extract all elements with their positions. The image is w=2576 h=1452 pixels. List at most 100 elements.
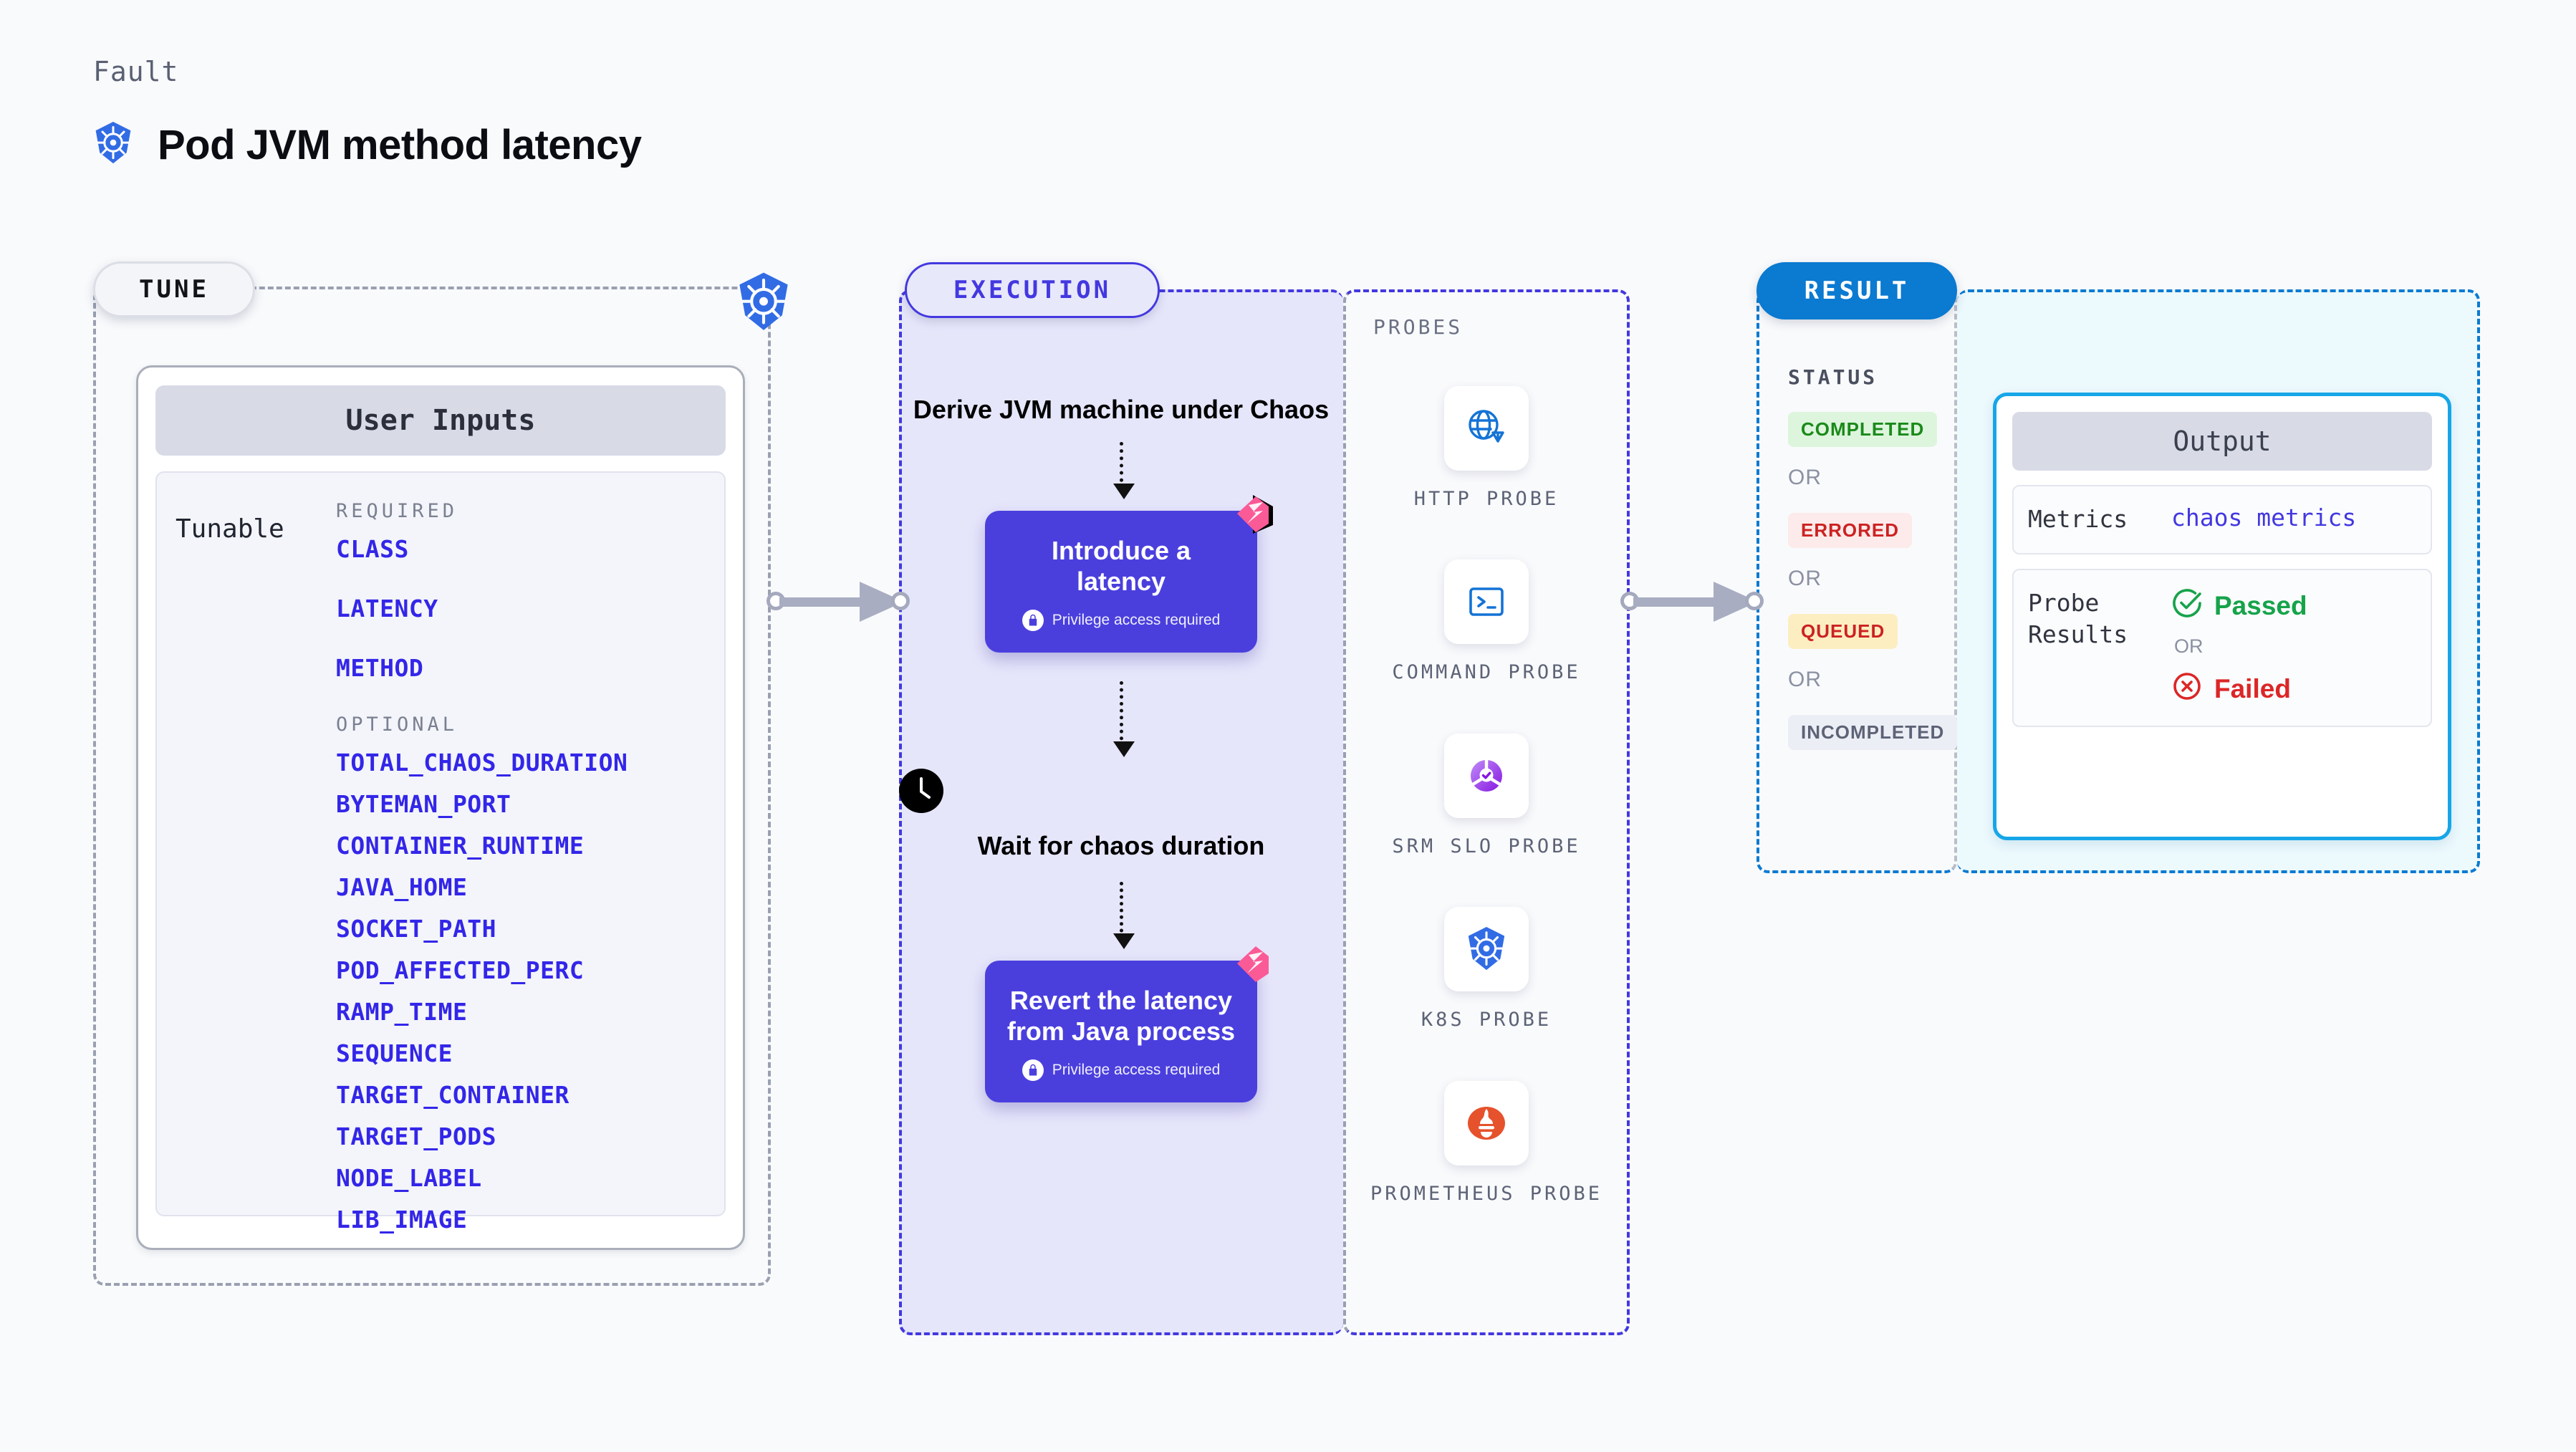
kubernetes-icon xyxy=(732,271,795,334)
or-separator: OR xyxy=(1788,466,1822,489)
param-item[interactable]: TARGET_CONTAINER xyxy=(336,1081,569,1109)
tune-region xyxy=(93,287,771,1286)
probes-title: PROBES xyxy=(1373,315,1464,339)
failed-label: Failed xyxy=(2214,674,2291,704)
param-item[interactable]: RAMP_TIME xyxy=(336,998,468,1026)
param-item[interactable]: METHOD xyxy=(336,654,424,682)
connector-line xyxy=(1633,597,1721,607)
fault-kicker: Fault xyxy=(93,56,179,87)
probe-result-passed: Passed xyxy=(2171,587,2416,625)
litmus-logo-icon xyxy=(1231,942,1276,986)
user-inputs-body: Tunable REQUIRED CLASS LATENCY METHOD OP… xyxy=(155,471,726,1234)
terminal-icon xyxy=(1444,559,1529,645)
param-item[interactable]: TOTAL_CHAOS_DURATION xyxy=(336,749,628,777)
or-separator: OR xyxy=(1788,668,1822,691)
param-item[interactable]: CLASS xyxy=(336,535,409,563)
param-item[interactable]: TARGET_PODS xyxy=(336,1122,497,1150)
derive-jvm-step-text: Derive JVM machine under Chaos xyxy=(913,395,1330,424)
result-region xyxy=(1756,289,1957,873)
tune-label-pill[interactable]: TUNE xyxy=(93,261,255,317)
probe-result-failed: Failed xyxy=(2171,670,2416,708)
connector-execution-to-result xyxy=(1620,580,1764,623)
user-inputs-card: User Inputs Tunable REQUIRED CLASS LATEN… xyxy=(136,365,745,1250)
result-label-pill[interactable]: RESULT xyxy=(1756,262,1957,319)
prometheus-icon xyxy=(1444,1080,1529,1165)
connector-line xyxy=(779,597,867,607)
connector-dot xyxy=(1745,592,1764,610)
param-item[interactable]: POD_AFFECTED_PERC xyxy=(336,956,585,984)
probe-item-http[interactable]: HTTP PROBE xyxy=(1343,386,1630,512)
metrics-row: Metrics chaos metrics xyxy=(2012,485,2432,554)
lock-icon xyxy=(1022,610,1044,632)
metrics-key: Metrics xyxy=(2028,505,2128,533)
tunable-label: Tunable xyxy=(176,514,284,544)
optional-params-list: TOTAL_CHAOS_DURATION BYTEMAN_PORT CONTAI… xyxy=(336,749,710,1234)
kubernetes-icon xyxy=(92,120,135,170)
probes-column: PROBES HTTP PROBE C xyxy=(1343,289,1630,1207)
status-title: STATUS xyxy=(1788,365,1878,389)
globe-warning-icon xyxy=(1444,386,1529,471)
param-item[interactable]: LATENCY xyxy=(336,595,438,622)
param-item[interactable]: CONTAINER_RUNTIME xyxy=(336,832,585,860)
check-circle-icon xyxy=(2171,587,2203,625)
probe-results-values: Passed OR Failed xyxy=(2171,587,2416,708)
probe-label: COMMAND PROBE xyxy=(1392,661,1581,684)
param-item[interactable]: NODE_LABEL xyxy=(336,1164,482,1192)
page-title: Pod JVM method latency xyxy=(158,122,642,168)
connector-dot xyxy=(891,592,910,610)
execution-label-pill[interactable]: EXECUTION xyxy=(905,262,1160,318)
or-separator: OR xyxy=(2174,635,2203,657)
metrics-value[interactable]: chaos metrics xyxy=(2171,504,2357,532)
flow-arrow-icon xyxy=(1112,442,1135,500)
revert-latency-card[interactable]: Revert the latency from Java process Pri… xyxy=(985,946,1269,1102)
param-item[interactable]: LIB_IMAGE xyxy=(336,1206,468,1234)
status-badge-incompleted: INCOMPLETED xyxy=(1788,715,1958,750)
x-circle-icon xyxy=(2171,670,2203,708)
passed-label: Passed xyxy=(2214,591,2307,621)
or-separator: OR xyxy=(1788,567,1822,590)
param-item[interactable]: SOCKET_PATH xyxy=(336,915,497,943)
status-badge-queued: QUEUED xyxy=(1788,614,1898,649)
probe-item-srm-slo[interactable]: SRM SLO PROBE xyxy=(1343,733,1630,860)
clock-icon xyxy=(899,769,1343,817)
params-column: REQUIRED CLASS LATENCY METHOD OPTIONAL T… xyxy=(336,494,724,1234)
introduce-latency-card[interactable]: Introduce a latency Privilege access req… xyxy=(985,495,1273,653)
status-badge-errored: ERRORED xyxy=(1788,513,1913,548)
privilege-note-text: Privilege access required xyxy=(1052,612,1221,629)
probe-item-prometheus[interactable]: PROMETHEUS PROBE xyxy=(1343,1080,1630,1207)
kubernetes-icon xyxy=(1444,907,1529,992)
privilege-note: Privilege access required xyxy=(1004,1059,1239,1081)
param-item[interactable]: JAVA_HOME xyxy=(336,873,468,901)
probe-results-key: Probe Results xyxy=(2028,588,2128,649)
user-inputs-title: User Inputs xyxy=(155,385,726,456)
probe-item-k8s[interactable]: K8S PROBE xyxy=(1343,907,1630,1033)
probe-results-row: Probe Results Passed OR xyxy=(2012,568,2432,727)
connector-tune-to-execution xyxy=(766,580,910,623)
flow-arrow-icon xyxy=(1112,881,1135,949)
output-card: Output Metrics chaos metrics Probe Resul… xyxy=(1993,393,2451,840)
probe-label: SRM SLO PROBE xyxy=(1392,835,1581,857)
probe-item-command[interactable]: COMMAND PROBE xyxy=(1343,559,1630,686)
optional-group-label: OPTIONAL xyxy=(336,713,458,736)
probe-label: HTTP PROBE xyxy=(1413,488,1559,510)
flow-arrow-icon xyxy=(1112,681,1135,758)
output-title: Output xyxy=(2012,412,2432,471)
privilege-note-text: Privilege access required xyxy=(1052,1061,1221,1078)
litmus-logo-icon xyxy=(1231,492,1276,537)
probe-label: K8S PROBE xyxy=(1421,1009,1552,1032)
privilege-note: Privilege access required xyxy=(1004,610,1239,632)
srm-slo-icon xyxy=(1444,733,1529,818)
page-header: Pod JVM method latency xyxy=(92,120,642,170)
required-group-label: REQUIRED xyxy=(336,500,458,522)
param-item[interactable]: BYTEMAN_PORT xyxy=(336,790,511,818)
required-params-list: CLASS LATENCY METHOD xyxy=(336,535,710,682)
wait-chaos-step-text: Wait for chaos duration xyxy=(977,831,1265,861)
card-title: Revert the latency from Java process xyxy=(1006,985,1236,1046)
param-item[interactable]: SEQUENCE xyxy=(336,1039,453,1067)
status-badge-completed: COMPLETED xyxy=(1788,412,1938,447)
result-column: STATUS COMPLETED OR ERRORED OR QUEUED OR… xyxy=(1756,289,1958,750)
card-title: Introduce a latency xyxy=(1051,536,1191,597)
execution-column: Derive JVM machine under Chaos Introduce… xyxy=(899,289,1343,1102)
probe-label: PROMETHEUS PROBE xyxy=(1370,1182,1603,1205)
